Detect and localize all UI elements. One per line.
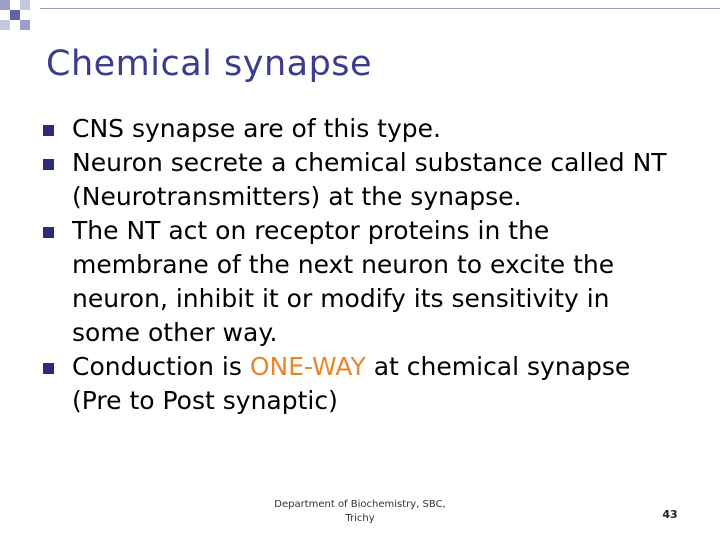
bullet-text: The NT act on receptor proteins in the m… (72, 216, 615, 347)
footer-credit: Department of Biochemistry, SBC, Trichy (240, 498, 480, 526)
bullet-text: Neuron secrete a chemical substance call… (72, 148, 667, 211)
corner-square (20, 20, 30, 30)
corner-square (10, 10, 20, 20)
bullet-item: Conduction is ONE-WAY at chemical synaps… (42, 350, 682, 418)
square-bullet-icon (43, 227, 54, 238)
bullet-list: CNS synapse are of this type. Neuron sec… (42, 112, 682, 418)
square-bullet-icon (43, 363, 54, 374)
bullet-item: Neuron secrete a chemical substance call… (42, 146, 682, 214)
corner-square (0, 20, 10, 30)
bullet-item: CNS synapse are of this type. (42, 112, 682, 146)
bullet-text: CNS synapse are of this type. (72, 114, 441, 143)
header-rule (0, 0, 720, 30)
bullet-text-before: Conduction is (72, 352, 250, 381)
page-number: 43 (662, 508, 678, 521)
bullet-text-after: at chemical synapse (Pre to Post synapti… (72, 352, 631, 415)
square-bullet-icon (43, 125, 54, 136)
footer-line-2: Trichy (345, 513, 375, 524)
highlight-text: ONE-WAY (249, 352, 366, 381)
footer-line-1: Department of Biochemistry, SBC, (274, 499, 446, 510)
corner-square (20, 0, 30, 10)
square-bullet-icon (43, 159, 54, 170)
slide-title: Chemical synapse (46, 44, 373, 84)
header-rule-line (40, 8, 720, 9)
bullet-item: The NT act on receptor proteins in the m… (42, 214, 682, 350)
corner-square (0, 0, 10, 10)
